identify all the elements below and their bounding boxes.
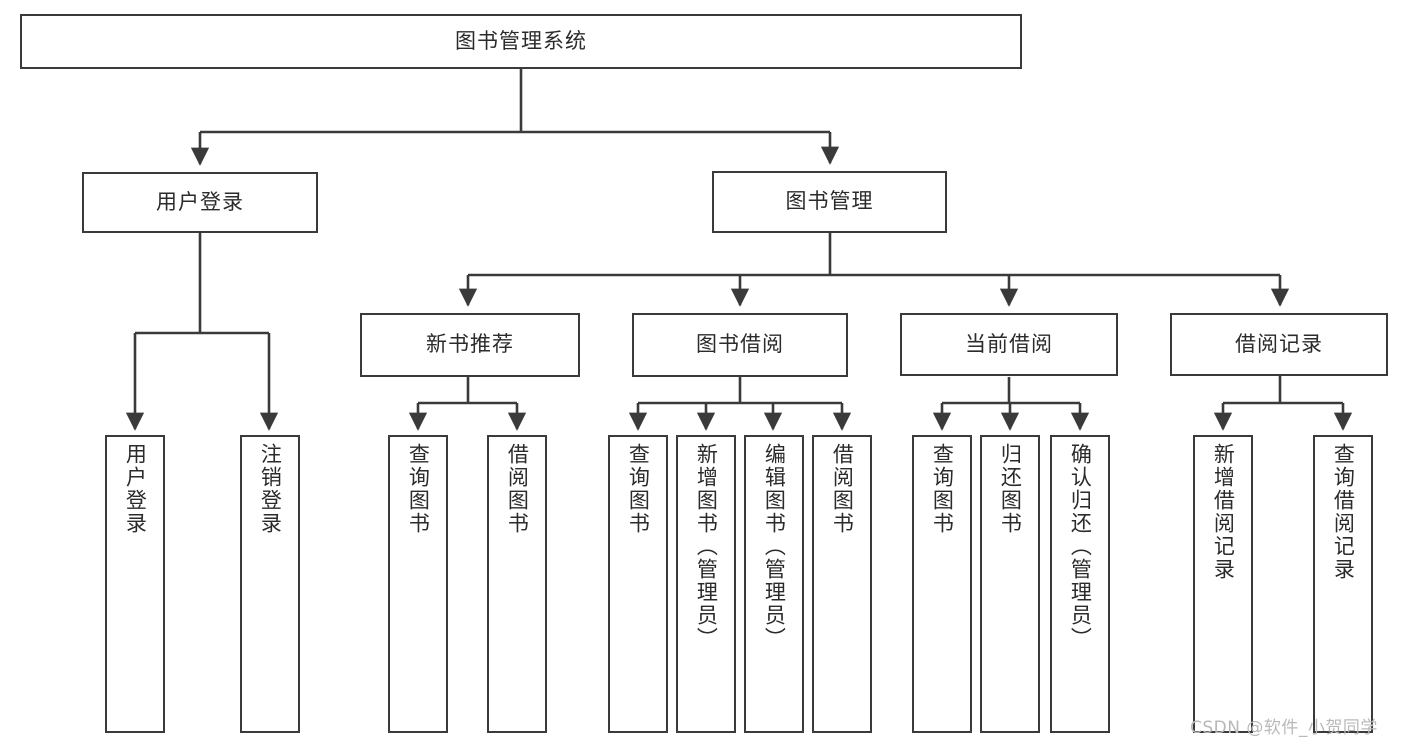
csdn-watermark: CSDN @软件_小贺同学 xyxy=(1190,718,1378,738)
leaf-return-book[interactable]: 归还图书 xyxy=(980,435,1040,733)
leaf-query-book-borrow[interactable]: 查询图书 xyxy=(608,435,668,733)
leaf-add-borrow-record[interactable]: 新增借阅记录 xyxy=(1193,435,1253,733)
node-book-management[interactable]: 图书管理 xyxy=(712,171,947,233)
node-borrow-record[interactable]: 借阅记录 xyxy=(1170,313,1388,376)
node-book-borrow[interactable]: 图书借阅 xyxy=(632,313,848,377)
leaf-logout-login[interactable]: 注销登录 xyxy=(240,435,300,733)
node-root-system[interactable]: 图书管理系统 xyxy=(20,14,1022,69)
node-new-book-recommend[interactable]: 新书推荐 xyxy=(360,313,580,377)
leaf-borrow-book-borrow[interactable]: 借阅图书 xyxy=(812,435,872,733)
leaf-edit-book-admin[interactable]: 编辑图书（管理员） xyxy=(744,435,804,733)
leaf-confirm-return-admin[interactable]: 确认归还（管理员） xyxy=(1050,435,1110,733)
leaf-user-login[interactable]: 用户登录 xyxy=(105,435,165,733)
leaf-borrow-book-recommend[interactable]: 借阅图书 xyxy=(487,435,547,733)
node-current-borrow[interactable]: 当前借阅 xyxy=(900,313,1118,376)
node-user-login[interactable]: 用户登录 xyxy=(82,172,318,233)
leaf-query-book-recommend[interactable]: 查询图书 xyxy=(388,435,448,733)
leaf-add-book-admin[interactable]: 新增图书（管理员） xyxy=(676,435,736,733)
leaf-query-borrow-record[interactable]: 查询借阅记录 xyxy=(1313,435,1373,733)
leaf-query-book-current[interactable]: 查询图书 xyxy=(912,435,972,733)
